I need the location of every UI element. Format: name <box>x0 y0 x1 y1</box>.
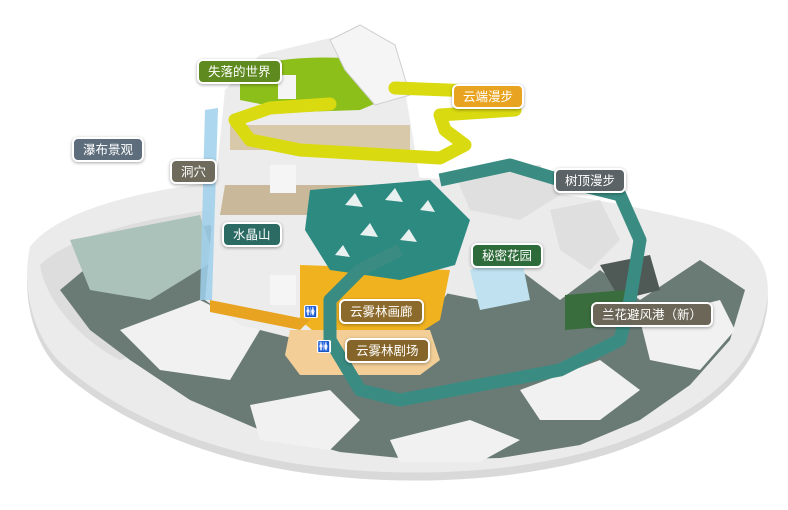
cloud-forest-theatre-label[interactable]: 云雾林剧场 <box>345 338 430 363</box>
crystal-mountain-label[interactable]: 水晶山 <box>222 222 282 247</box>
restroom-icon: 🚻 <box>304 305 318 318</box>
svg-text:🚻: 🚻 <box>318 340 330 353</box>
restroom-icon: 🚻 <box>317 340 331 353</box>
cloud-walk-label[interactable]: 云端漫步 <box>452 84 525 109</box>
svg-text:🚻: 🚻 <box>305 305 317 318</box>
cave-label[interactable]: 洞穴 <box>170 159 218 184</box>
waterfall-view-label[interactable]: 瀑布景观 <box>72 137 145 162</box>
lost-world-label[interactable]: 失落的世界 <box>197 59 282 84</box>
secret-garden-label[interactable]: 秘密花园 <box>471 243 544 268</box>
cloud-forest-gallery-label[interactable]: 云雾林画廊 <box>339 299 424 324</box>
treetop-walk-label[interactable]: 树顶漫步 <box>554 168 627 193</box>
orchid-haven-label[interactable]: 兰花避风港（新） <box>591 302 714 327</box>
